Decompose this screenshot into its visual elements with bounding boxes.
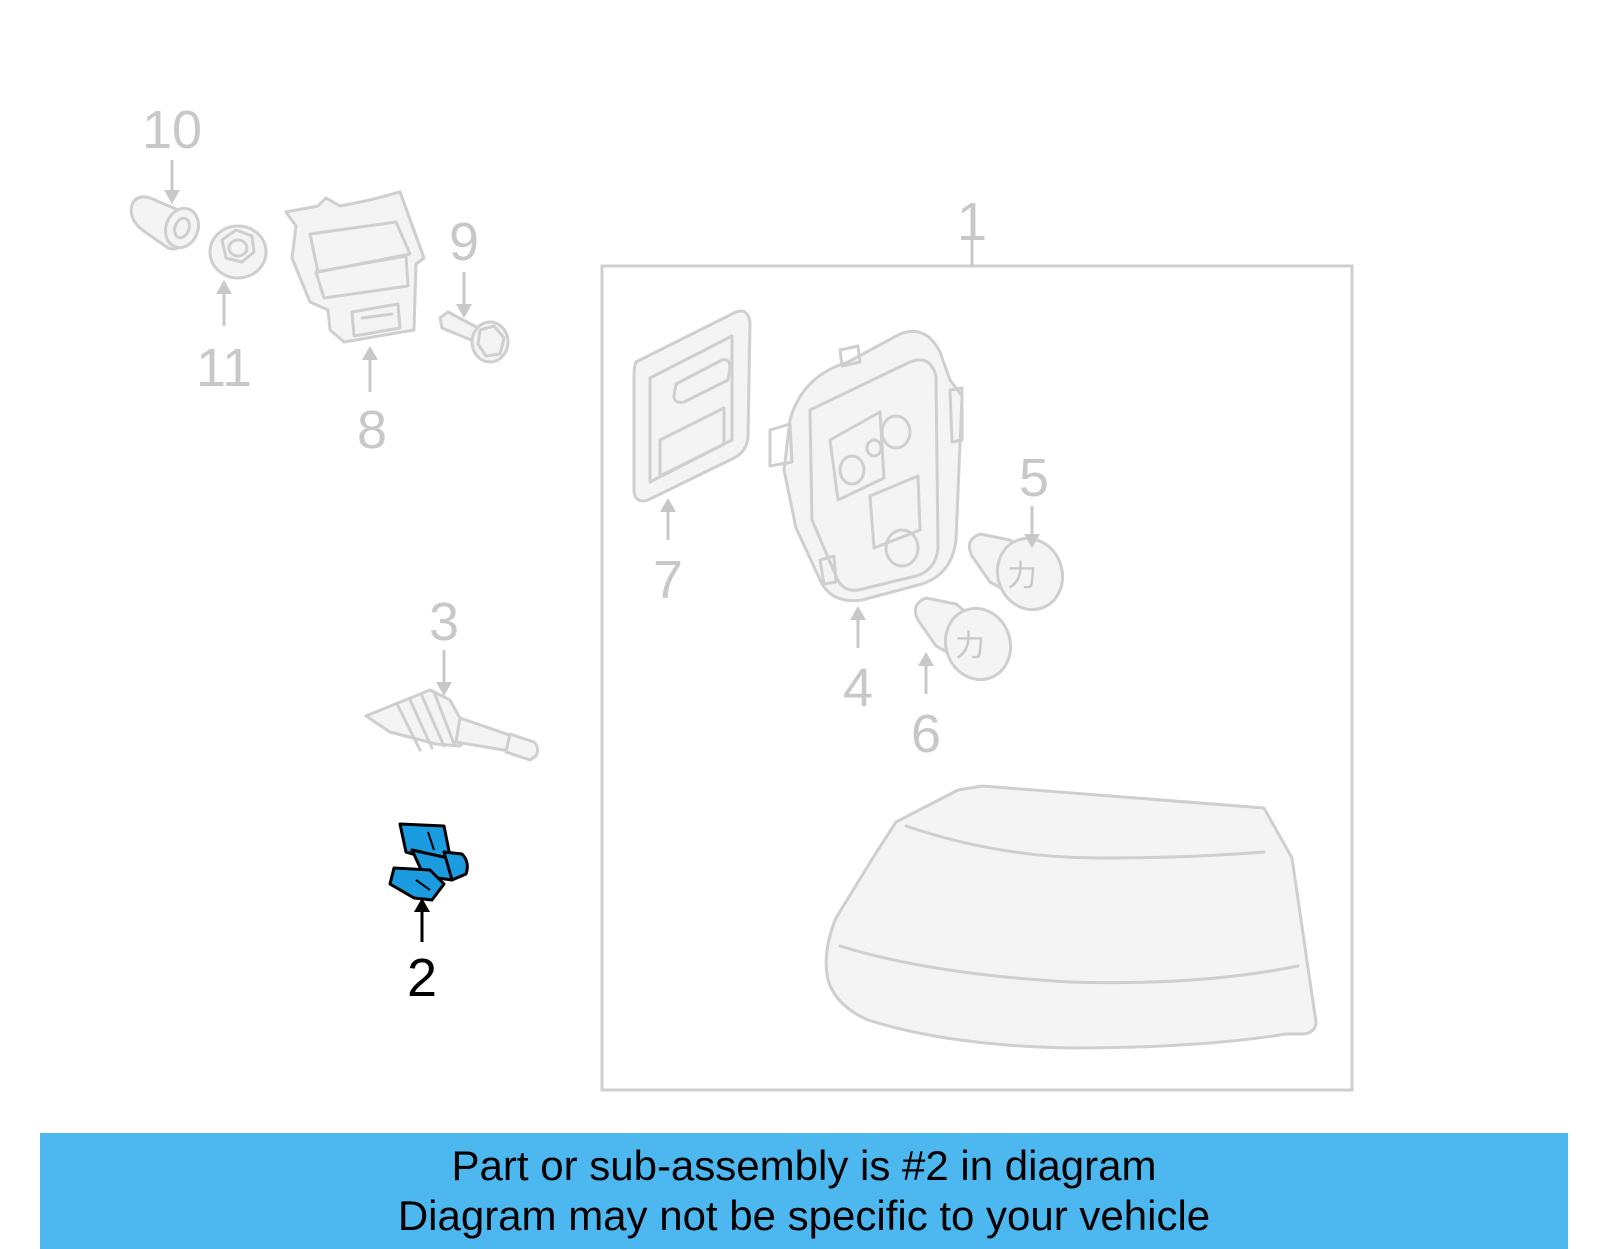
part-10-rivet[interactable] [129,195,204,252]
callout-8[interactable]: 8 [357,400,387,460]
svg-text:力: 力 [955,629,985,664]
part-7-gasket[interactable] [632,309,752,503]
callout-arrowhead-3 [436,682,452,696]
callout-arrowhead-11 [216,280,232,294]
banner-line-1: Part or sub-assembly is #2 in diagram [451,1142,1157,1189]
part-8-bracket[interactable] [284,190,426,344]
callout-arrowhead-4 [850,606,866,620]
callout-arrowhead-5 [1024,534,1040,548]
callout-10[interactable]: 10 [142,100,202,160]
callout-11[interactable]: 11 [196,338,252,398]
callout-6[interactable]: 6 [911,704,941,764]
callout-2[interactable]: 2 [407,948,437,1008]
callout-1[interactable]: 1 [957,192,987,252]
part-1-lens[interactable] [824,784,1318,1050]
part-3-connector[interactable] [364,688,540,762]
part-5-bulb[interactable]: 力 [967,529,1072,619]
callout-3[interactable]: 3 [429,592,459,652]
callout-4[interactable]: 4 [843,658,873,718]
svg-text:力: 力 [1007,559,1037,594]
callout-arrowhead-10 [164,190,180,204]
callout-arrowhead-8 [362,346,378,360]
part-2-bulb-socket[interactable] [388,822,469,902]
callout-7[interactable]: 7 [653,550,683,610]
callout-arrowhead-2 [414,898,430,912]
callout-arrowhead-6 [918,652,934,666]
part-11-nut[interactable] [208,224,268,280]
callout-9[interactable]: 9 [449,212,479,272]
part-9-bolt[interactable] [438,310,510,364]
part-6-bulb[interactable]: 力 [913,596,1020,689]
callout-5[interactable]: 5 [1019,448,1049,508]
banner-line-2: Diagram may not be specific to your vehi… [397,1192,1211,1239]
info-banner: Part or sub-assembly is #2 in diagram Di… [40,1133,1568,1249]
part-4-socket-board[interactable] [768,329,964,603]
callout-arrowhead-9 [456,304,472,318]
callout-arrowhead-7 [660,498,676,512]
